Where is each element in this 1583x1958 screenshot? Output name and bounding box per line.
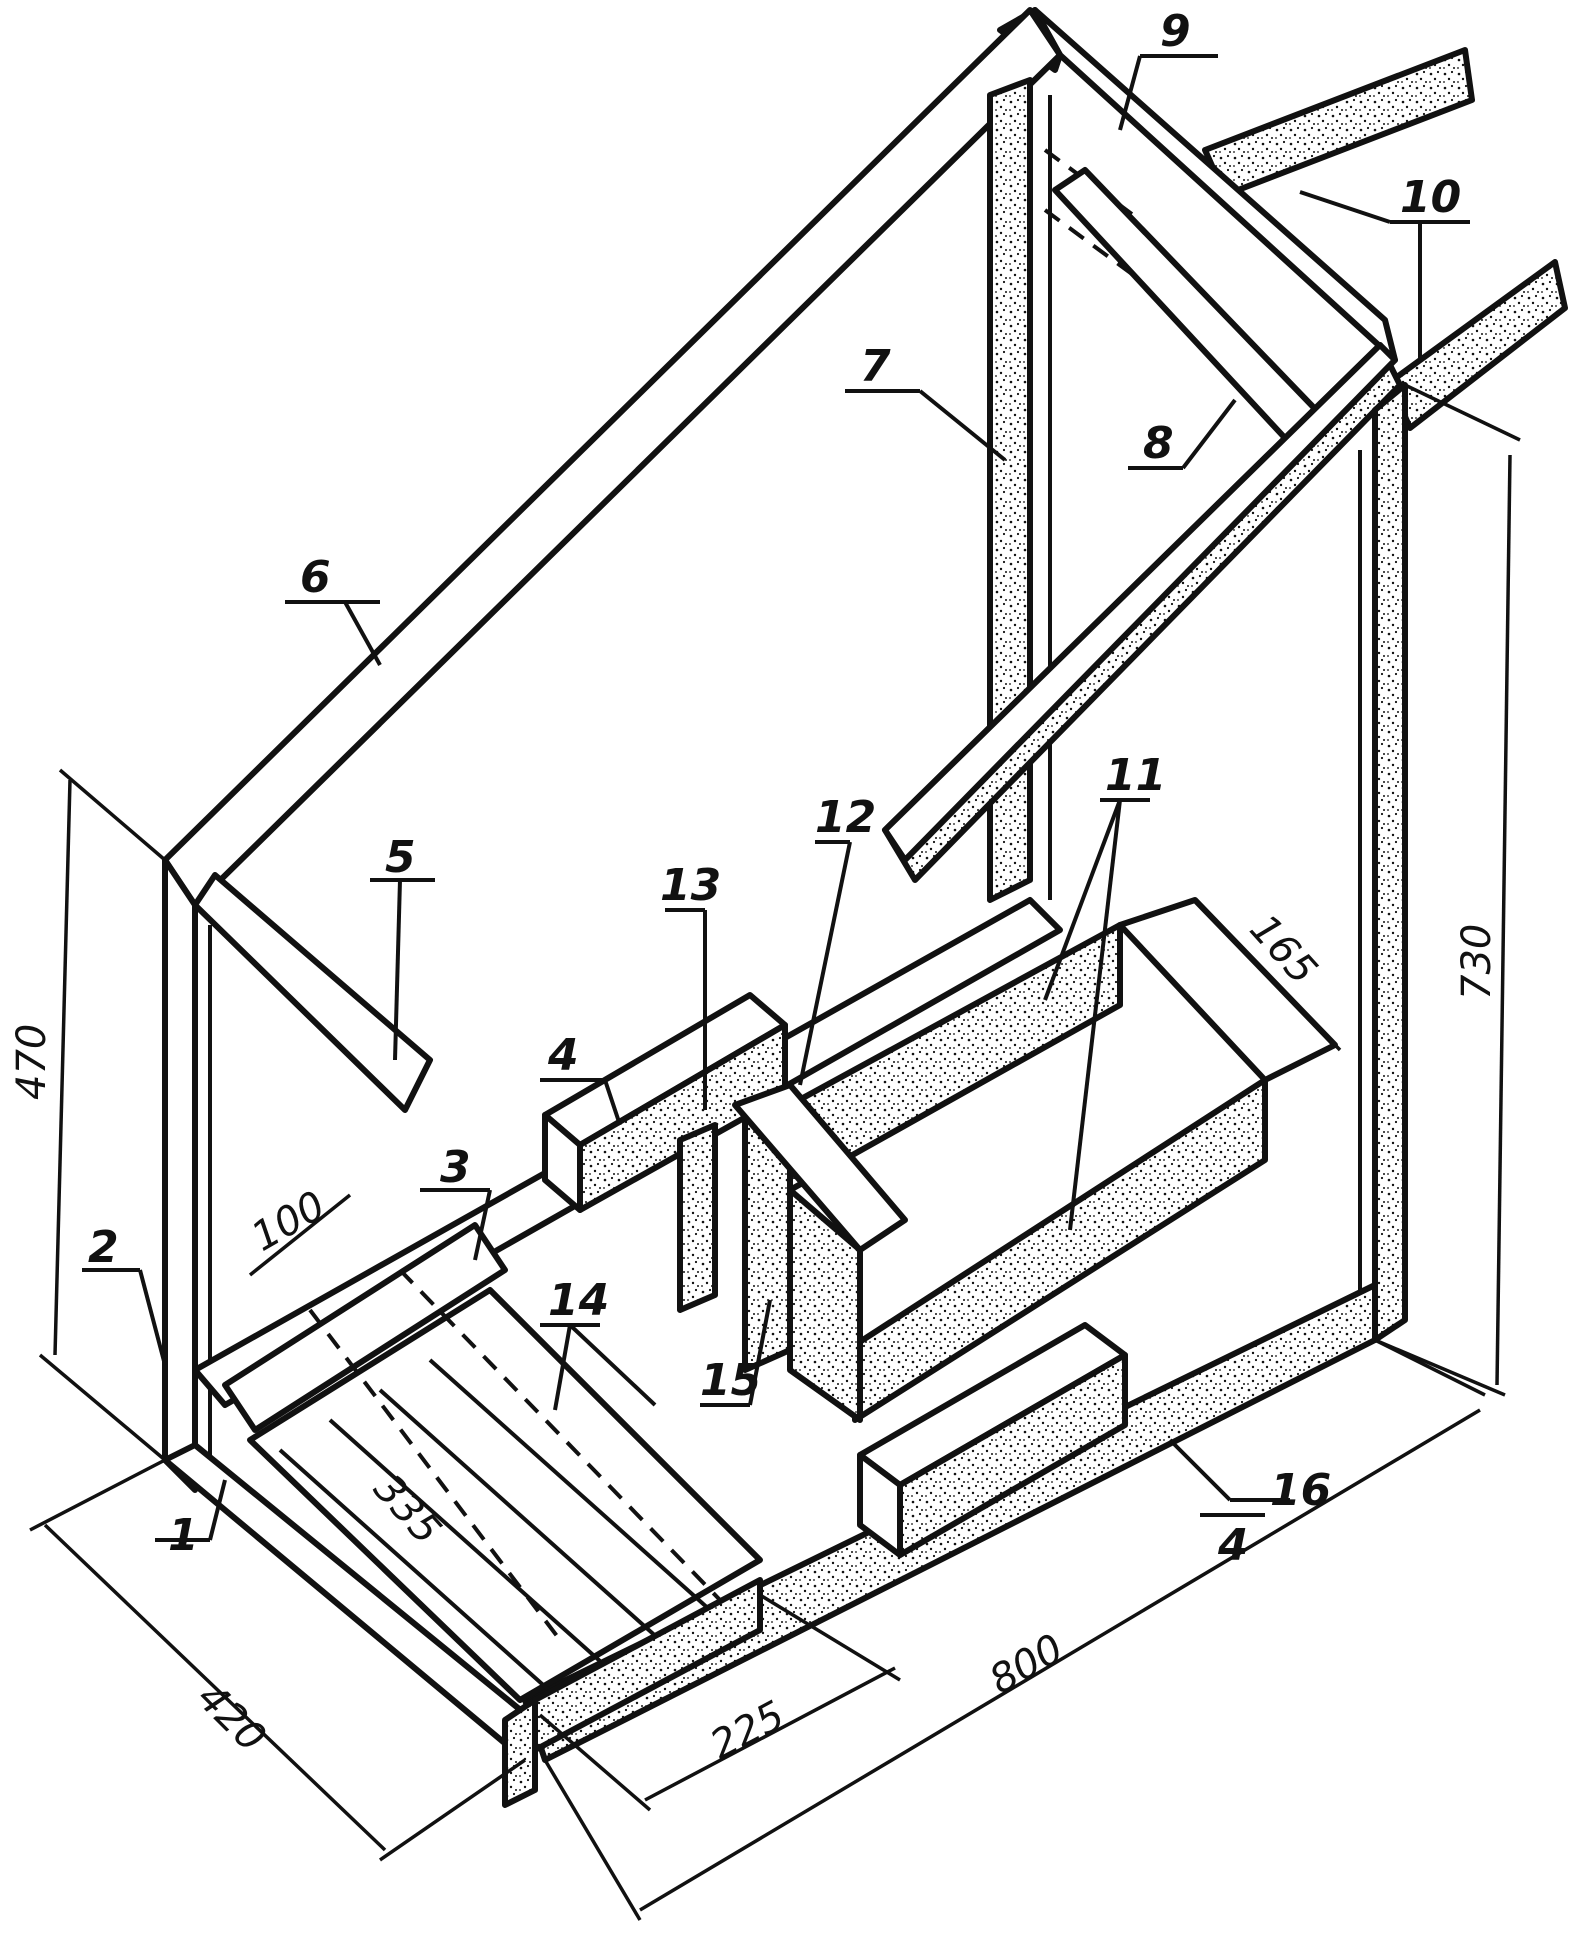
front-block xyxy=(502,1697,538,1808)
label-part-11: 11 xyxy=(1105,750,1166,801)
label-part-4b: 4 xyxy=(1217,1520,1249,1571)
bracket-12-side xyxy=(787,1187,863,1423)
dim-label-470: 470 xyxy=(9,1024,55,1100)
rail-11-end xyxy=(1117,897,1338,1083)
label-part-13: 13 xyxy=(660,860,721,911)
hidden-line-14a xyxy=(308,1308,562,1642)
label-part-10: 10 xyxy=(1400,172,1461,223)
label-part-6: 6 xyxy=(300,552,331,603)
dim-label-420: 420 xyxy=(188,1675,275,1762)
dim-label-100: 100 xyxy=(244,1183,333,1261)
slat-14a xyxy=(247,1287,763,1703)
beam-10-lower xyxy=(1387,259,1568,431)
label-part-3: 3 xyxy=(440,1142,471,1193)
block-4a-side xyxy=(542,1112,583,1213)
post-13 xyxy=(677,1122,718,1313)
slat-line-a xyxy=(278,1448,562,1702)
dim-label-730: 730 xyxy=(1454,924,1500,1000)
front-step xyxy=(532,1577,763,1753)
block-4b-side xyxy=(857,1452,903,1558)
beam-6 xyxy=(162,7,1063,908)
slat-line-c xyxy=(378,1388,662,1642)
label-part-15: 15 xyxy=(700,1355,761,1406)
slat-line-b xyxy=(328,1418,612,1672)
label-part-7: 7 xyxy=(860,341,891,392)
label-part-14: 14 xyxy=(548,1275,609,1326)
beam-5 xyxy=(192,872,433,1113)
label-part-9: 9 xyxy=(1160,6,1191,57)
dim-label-800: 800 xyxy=(982,1626,1071,1704)
leader-lines xyxy=(82,54,1470,1542)
label-part-4a: 4 xyxy=(547,1030,579,1081)
beam-2 xyxy=(162,857,198,1493)
label-part-2: 2 xyxy=(88,1222,119,1273)
label-part-5: 5 xyxy=(385,832,416,883)
label-part-16: 16 xyxy=(1270,1465,1331,1516)
label-part-8: 8 xyxy=(1143,418,1174,469)
beam-3 xyxy=(222,1222,508,1433)
label-part-1: 1 xyxy=(168,1510,199,1561)
bracket-12 xyxy=(732,1082,908,1253)
slat-line-d xyxy=(428,1358,712,1612)
beam-right-rafter-top xyxy=(882,342,1398,863)
part-labels: 1 2 3 4 4 5 6 7 8 9 10 11 12 13 14 15 16 xyxy=(88,6,1461,1571)
dimension-lines xyxy=(29,383,1521,1921)
dim-label-225: 225 xyxy=(703,1692,792,1768)
hidden-line-14b xyxy=(398,1268,722,1602)
label-part-12: 12 xyxy=(815,792,876,843)
beam-right-post xyxy=(1372,382,1408,1343)
